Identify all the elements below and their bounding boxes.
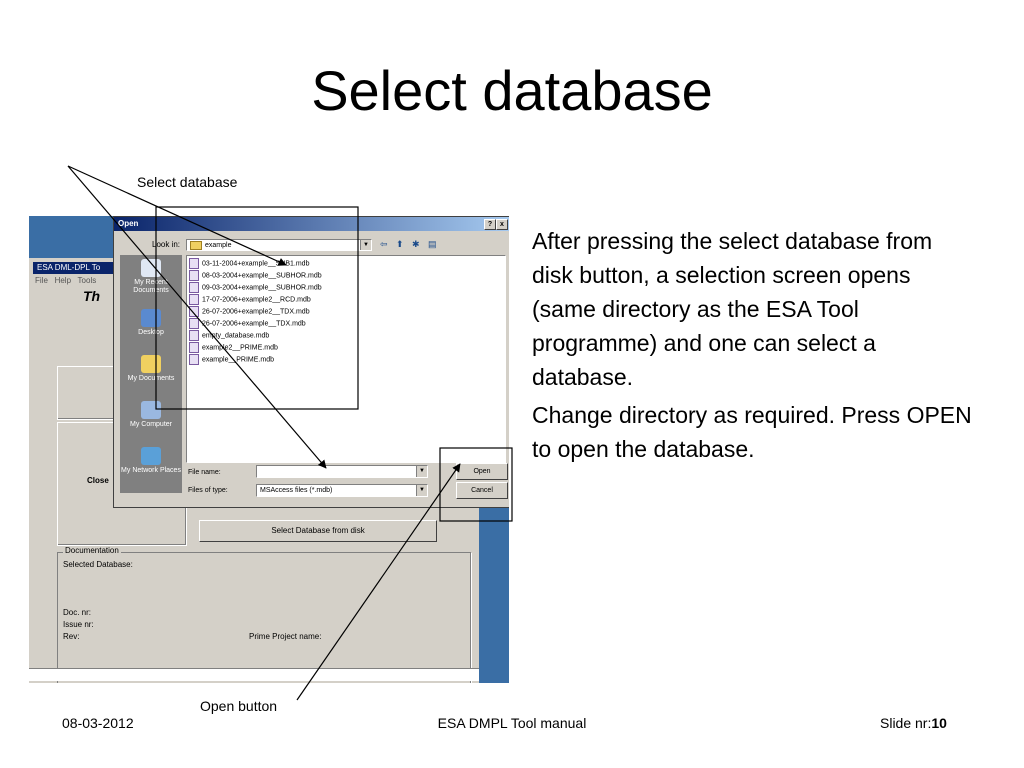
chevron-down-icon[interactable]: ▼	[360, 240, 371, 250]
file-name-label: File name:	[188, 469, 221, 476]
place-desktop[interactable]: Desktop	[120, 309, 182, 337]
file-name-input[interactable]: ▼	[256, 465, 428, 478]
file-item[interactable]: 03-11-2004+example__SUB1.mdb	[189, 258, 309, 269]
recent-documents-icon	[141, 259, 161, 277]
access-file-icon	[189, 318, 199, 329]
open-dialog-titlebar: Open ? x	[114, 217, 509, 231]
menu-file[interactable]: File	[35, 276, 48, 285]
place-my-network-places[interactable]: My Network Places	[120, 447, 182, 475]
views-menu-icon[interactable]: ▤	[428, 239, 437, 249]
file-item[interactable]: 26-07-2006+example__TDX.mdb	[189, 318, 306, 329]
footer-title: ESA DMPL Tool manual	[437, 715, 587, 731]
file-name: 26-07-2006+example2__TDX.mdb	[202, 308, 310, 316]
access-file-icon	[189, 306, 199, 317]
back-arrow-icon[interactable]: ⇦	[380, 239, 388, 249]
network-places-icon	[141, 447, 161, 465]
access-file-icon	[189, 330, 199, 341]
place-label: My Computer	[129, 421, 172, 428]
place-my-documents[interactable]: My Documents	[120, 355, 182, 383]
file-item[interactable]: 08-03-2004+example__SUBHOR.mdb	[189, 270, 322, 281]
footer-date: 08-03-2012	[62, 715, 134, 731]
look-in-label: Look in:	[152, 240, 181, 249]
up-folder-icon[interactable]: ⬆	[396, 239, 404, 249]
esa-tool-titlebar: ESA DML-DPL To	[33, 262, 117, 274]
file-name: 09-03-2004+example__SUBHOR.mdb	[202, 284, 322, 292]
access-file-icon	[189, 258, 199, 269]
chevron-down-icon[interactable]: ▼	[416, 466, 427, 477]
file-item[interactable]: empty_database.mdb	[189, 330, 269, 341]
slide-number: 10	[931, 715, 947, 731]
look-in-combo[interactable]: example ▼	[186, 239, 372, 251]
place-label: My Documents	[127, 375, 175, 382]
help-button[interactable]: ?	[484, 219, 496, 230]
status-bar	[29, 668, 479, 681]
file-item[interactable]: 17-07-2006+example2__RCD.mdb	[189, 294, 311, 305]
issue-nr-label: Issue nr:	[63, 620, 94, 629]
file-name: example__PRIME.mdb	[202, 356, 274, 364]
places-bar: My Recent Documents Desktop My Documents…	[120, 255, 182, 493]
documentation-legend: Documentation	[63, 546, 121, 555]
esa-tool-menubar: File Help Tools	[35, 276, 96, 285]
look-in-value: example	[205, 242, 232, 249]
open-dialog-title: Open	[118, 219, 139, 228]
file-item[interactable]: example__PRIME.mdb	[189, 354, 274, 365]
file-name: example2__PRIME.mdb	[202, 344, 278, 352]
my-documents-icon	[141, 355, 161, 373]
new-folder-icon[interactable]: ✱	[412, 239, 420, 249]
close-button[interactable]: x	[496, 219, 508, 230]
chevron-down-icon[interactable]: ▼	[416, 485, 427, 496]
annotation-select-database: Select database	[137, 174, 238, 190]
my-computer-icon	[141, 401, 161, 419]
file-list[interactable]: 03-11-2004+example__SUB1.mdb 08-03-2004+…	[186, 255, 506, 463]
access-file-icon	[189, 294, 199, 305]
footer-slide-number: Slide nr:10	[880, 715, 947, 731]
slide-number-label: Slide nr:	[880, 715, 932, 731]
doc-nr-label: Doc. nr:	[63, 608, 92, 617]
select-database-from-disk-button[interactable]: Select Database from disk	[199, 520, 437, 542]
files-of-type-select[interactable]: MSAccess files (*.mdb) ▼	[256, 484, 428, 497]
desktop-icon	[141, 309, 161, 327]
open-button[interactable]: Open	[456, 463, 508, 480]
close-label[interactable]: Close	[87, 476, 109, 485]
slide-title: Select database	[311, 59, 713, 122]
body-text: After pressing the select database from …	[532, 224, 972, 470]
access-file-icon	[189, 342, 199, 353]
file-name: 26-07-2006+example__TDX.mdb	[202, 320, 306, 328]
access-file-icon	[189, 354, 199, 365]
file-name: empty_database.mdb	[202, 332, 270, 340]
place-my-recent-documents[interactable]: My Recent Documents	[120, 259, 182, 295]
file-name: 03-11-2004+example__SUB1.mdb	[202, 260, 310, 268]
annotation-open-button: Open button	[200, 698, 278, 714]
selected-database-label: Selected Database:	[63, 560, 133, 569]
file-item[interactable]: example2__PRIME.mdb	[189, 342, 278, 353]
files-of-type-label: Files of type:	[188, 487, 228, 494]
file-name: 08-03-2004+example__SUBHOR.mdb	[202, 272, 322, 280]
body-paragraph: Change directory as required. Press OPEN…	[532, 402, 972, 462]
folder-icon	[190, 240, 202, 250]
app-logo-text: Th	[83, 288, 101, 304]
place-label: My Network Places	[121, 467, 181, 474]
menu-tools[interactable]: Tools	[77, 276, 97, 285]
body-paragraph: After pressing the select database from …	[532, 228, 933, 390]
screenshot: ESA DML-DPL To File Help Tools Th Close …	[29, 216, 509, 683]
file-item[interactable]: 09-03-2004+example__SUBHOR.mdb	[189, 282, 322, 293]
open-dialog: Open ? x Look in: example ▼ ⇦ ⬆ ✱ ▤ My R…	[113, 216, 509, 508]
access-file-icon	[189, 282, 199, 293]
prime-project-label: Prime Project name:	[249, 632, 322, 641]
place-my-computer[interactable]: My Computer	[120, 401, 182, 429]
side-panel-upper	[57, 366, 115, 420]
menu-help[interactable]: Help	[54, 276, 72, 285]
place-label: Desktop	[138, 329, 164, 336]
file-item[interactable]: 26-07-2006+example2__TDX.mdb	[189, 306, 310, 317]
file-name: 17-07-2006+example2__RCD.mdb	[202, 296, 311, 304]
place-label: My Recent Documents	[133, 279, 169, 294]
documentation-group	[57, 552, 471, 683]
files-of-type-value: MSAccess files (*.mdb)	[260, 487, 333, 494]
rev-label: Rev:	[63, 632, 80, 641]
cancel-button[interactable]: Cancel	[456, 482, 508, 499]
access-file-icon	[189, 270, 199, 281]
